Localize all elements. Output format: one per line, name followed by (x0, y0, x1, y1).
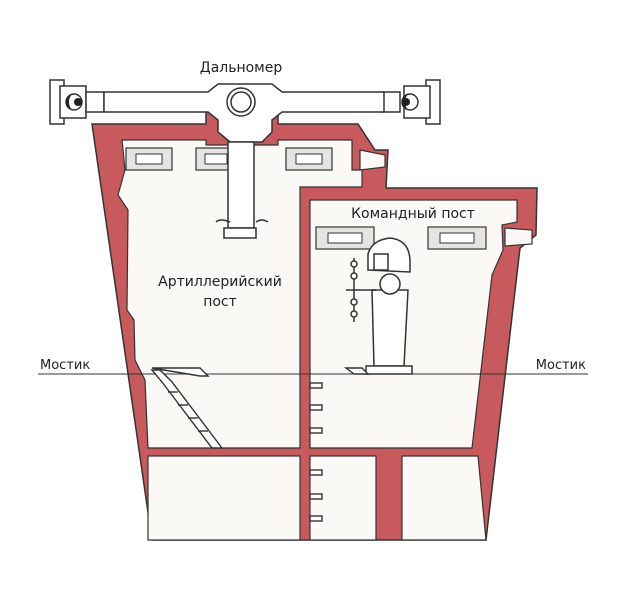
window-2 (195, 147, 237, 171)
side-port-lower (504, 227, 533, 247)
window-5 (427, 226, 487, 250)
lower-room-right (401, 455, 487, 541)
side-port-upper (359, 149, 386, 171)
rangefinder (49, 79, 441, 239)
eyepiece-icon (65, 93, 83, 111)
lower-room-left (147, 455, 301, 541)
bridge-label-right: Мостик (536, 358, 586, 373)
window-3 (285, 147, 333, 171)
artillery-post-label: Артиллерийский (158, 274, 282, 290)
window-4 (315, 226, 375, 250)
window-1 (125, 147, 173, 171)
eyepiece-icon (401, 93, 419, 111)
artillery-post-label-line2: пост (203, 294, 237, 310)
stairs (150, 367, 370, 449)
command-post-room (309, 199, 518, 449)
ladder-rungs (309, 382, 323, 522)
rangefinder-label: Дальномер (200, 60, 283, 76)
bridge-label-left: Мостик (40, 358, 90, 373)
periscope-column (346, 237, 413, 375)
command-post-label: Командный пост (351, 206, 475, 222)
